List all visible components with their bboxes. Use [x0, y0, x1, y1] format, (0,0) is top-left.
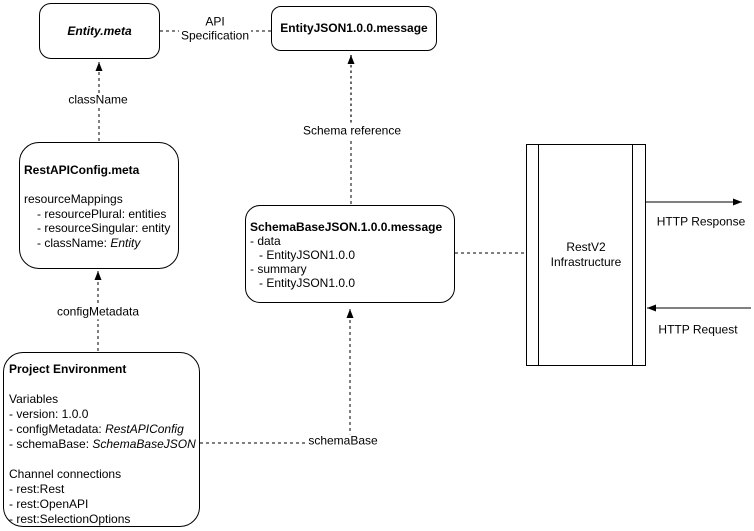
spacer — [24, 178, 175, 193]
restapiconfig-item-classname: - className: Entity — [24, 236, 175, 251]
node-restv2-title: RestV2 Infrastructure — [551, 240, 622, 270]
restapiconfig-section-heading: resourceMappings — [24, 192, 123, 206]
projectenv-channels-heading: Channel connections — [9, 467, 122, 481]
api-spec-line1: API — [205, 14, 225, 29]
edge-label-http-response: HTTP Response — [654, 214, 748, 229]
schemabase-item: - EntityJSON1.0.0 — [259, 276, 356, 290]
node-entity-json-message: EntityJSON1.0.0.message — [271, 6, 437, 51]
projectenv-channel-item: - rest:OpenAPI — [9, 497, 89, 511]
schemabase-item: - summary — [250, 262, 307, 276]
edge-label-api-specification: API Specification — [178, 14, 252, 43]
node-entity-json-title: EntityJSON1.0.0.message — [280, 21, 428, 36]
restv2-right-rail — [632, 145, 633, 365]
projectenv-schema-item: - schemaBase: SchemaBaseJSON — [9, 437, 196, 452]
restapiconfig-item: - resourceSingular: entity — [37, 221, 171, 235]
edge-label-configmetadata: configMetadata — [54, 304, 142, 319]
restv2-left-rail — [538, 145, 539, 365]
schema-prefix: - schemaBase: — [9, 437, 93, 451]
edge-label-schema-reference: Schema reference — [300, 123, 404, 138]
schemabase-item: - EntityJSON1.0.0 — [259, 248, 356, 262]
projectenv-channel-item: - rest:SelectionOptions — [9, 512, 131, 526]
config-prefix: - configMetadata: — [9, 422, 106, 436]
edge-label-schemabase: schemaBase — [306, 433, 380, 448]
projectenv-config-item: - configMetadata: RestAPIConfig — [9, 422, 196, 437]
api-spec-line2: Specification — [180, 28, 250, 42]
node-projectenv-title: Project Environment — [9, 362, 127, 376]
schema-value: SchemaBaseJSON — [92, 437, 196, 451]
projectenv-variables-heading: Variables — [9, 392, 59, 406]
edge-label-http-request: HTTP Request — [656, 322, 740, 337]
restv2-title-line1: RestV2 — [566, 240, 606, 254]
edge-label-classname: className — [66, 92, 130, 107]
projectenv-channel-item: - rest:Rest — [9, 482, 65, 496]
node-schemabase-title: SchemaBaseJSON.1.0.0.message — [250, 220, 443, 234]
projectenv-version-item: - version: 1.0.0 — [9, 407, 89, 421]
node-schemabasejson-message: SchemaBaseJSON.1.0.0.message - data - En… — [245, 205, 455, 303]
node-restapiconfig-title: RestAPIConfig.meta — [24, 163, 140, 177]
node-entity-meta-title: Entity.meta — [67, 23, 132, 38]
edge-schemabase — [200, 309, 354, 444]
spacer — [9, 452, 196, 467]
config-value: RestAPIConfig — [105, 422, 184, 436]
restv2-title-line2: Infrastructure — [550, 255, 622, 269]
schemabase-item: - data — [250, 234, 281, 248]
classname-prefix: - className: — [37, 235, 111, 250]
restapiconfig-item: - resourcePlural: entities — [37, 206, 167, 221]
spacer — [9, 377, 196, 392]
node-restv2-infrastructure: RestV2 Infrastructure — [526, 144, 646, 366]
node-project-environment: Project Environment Variables - version:… — [3, 352, 200, 527]
node-restapiconfig-meta: RestAPIConfig.meta resourceMappings - re… — [19, 142, 179, 269]
classname-value: Entity — [110, 235, 141, 250]
node-entity-meta: Entity.meta — [39, 3, 160, 59]
